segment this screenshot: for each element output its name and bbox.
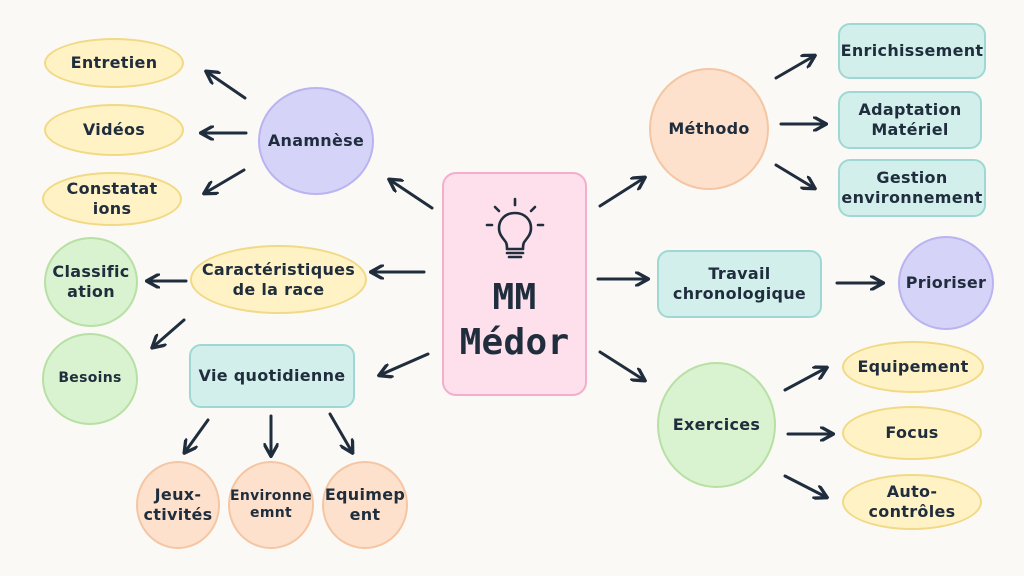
node-videos[interactable]: Vidéos bbox=[44, 104, 184, 156]
node-methodo-label: Méthodo bbox=[668, 119, 750, 138]
node-auto-controles[interactable]: Auto- contrôles bbox=[842, 474, 982, 530]
node-classification[interactable]: Classific ation bbox=[44, 237, 138, 327]
arrow-exercices-equipement bbox=[783, 368, 826, 392]
node-videos-label: Vidéos bbox=[82, 120, 146, 139]
node-vie-quotidienne[interactable]: Vie quotidienne bbox=[189, 344, 355, 408]
node-adaptation-materiel[interactable]: Adaptation Matériel bbox=[838, 91, 982, 149]
node-gestion-environnement-label: Gestion environnement bbox=[841, 168, 983, 207]
node-anamnese[interactable]: Anamnèse bbox=[258, 87, 374, 195]
node-entretien-label: Entretien bbox=[70, 53, 158, 72]
arrow-center-anamnese bbox=[390, 180, 434, 210]
center-title-line1: MM bbox=[492, 277, 537, 318]
node-prioriser[interactable]: Prioriser bbox=[898, 236, 994, 330]
node-travail-chronologique-label: Travail chronologique bbox=[672, 264, 807, 303]
arrow-methodo-gestion bbox=[774, 163, 814, 188]
center-title-line2: Médor bbox=[459, 322, 570, 363]
node-focus-label: Focus bbox=[885, 423, 939, 442]
node-adaptation-materiel-label: Adaptation Matériel bbox=[858, 100, 962, 139]
arrow-methodo-enrichissement bbox=[774, 56, 814, 80]
node-entretien[interactable]: Entretien bbox=[44, 38, 184, 88]
node-caracteristiques-race[interactable]: Caractéristiques de la race bbox=[190, 245, 367, 314]
node-jeux-activites-label: Jeux- ctivités bbox=[143, 485, 213, 524]
arrow-vie-jeux bbox=[185, 418, 210, 452]
arrow-center-exercices bbox=[598, 350, 644, 380]
node-besoins-label: Besoins bbox=[58, 370, 122, 387]
arrow-anamnese-constatations bbox=[205, 168, 246, 193]
lightbulb-icon bbox=[485, 197, 544, 259]
arrow-anamnese-entretien bbox=[207, 72, 247, 100]
node-vie-quotidienne-label: Vie quotidienne bbox=[198, 366, 346, 385]
node-equipement-vie[interactable]: Equimep ent bbox=[322, 461, 408, 549]
node-enrichissement[interactable]: Enrichissement bbox=[838, 23, 986, 79]
node-focus[interactable]: Focus bbox=[842, 406, 982, 460]
node-environnement[interactable]: Environne emnt bbox=[228, 461, 314, 549]
node-travail-chronologique[interactable]: Travail chronologique bbox=[657, 250, 822, 318]
node-equipement-vie-label: Equimep ent bbox=[324, 485, 406, 524]
arrow-race-besoins bbox=[153, 318, 186, 347]
node-enrichissement-label: Enrichissement bbox=[840, 41, 984, 60]
node-equipement-label: Equipement bbox=[857, 357, 969, 376]
node-jeux-activites[interactable]: Jeux- ctivités bbox=[136, 461, 220, 549]
node-methodo[interactable]: Méthodo bbox=[649, 68, 769, 190]
node-prioriser-label: Prioriser bbox=[905, 273, 987, 292]
node-constatations-label: Constatat ions bbox=[66, 179, 158, 218]
node-environnement-label: Environne emnt bbox=[229, 487, 313, 522]
arrow-center-methodo bbox=[598, 178, 644, 208]
arrow-vie-equipement bbox=[328, 412, 352, 452]
node-anamnese-label: Anamnèse bbox=[267, 131, 365, 150]
node-constatations[interactable]: Constatat ions bbox=[42, 172, 182, 226]
node-exercices-label: Exercices bbox=[672, 415, 761, 434]
node-besoins[interactable]: Besoins bbox=[42, 333, 138, 425]
node-equipement[interactable]: Equipement bbox=[842, 341, 984, 393]
node-caracteristiques-race-label: Caractéristiques de la race bbox=[201, 259, 356, 299]
central-node[interactable]: MM Médor bbox=[442, 172, 587, 396]
node-exercices[interactable]: Exercices bbox=[657, 362, 776, 488]
node-gestion-environnement[interactable]: Gestion environnement bbox=[838, 159, 986, 217]
arrow-exercices-autocontroles bbox=[783, 474, 826, 497]
arrow-center-vie bbox=[380, 352, 430, 375]
node-classification-label: Classific ation bbox=[52, 262, 130, 301]
node-auto-controles-label: Auto- contrôles bbox=[868, 482, 956, 521]
